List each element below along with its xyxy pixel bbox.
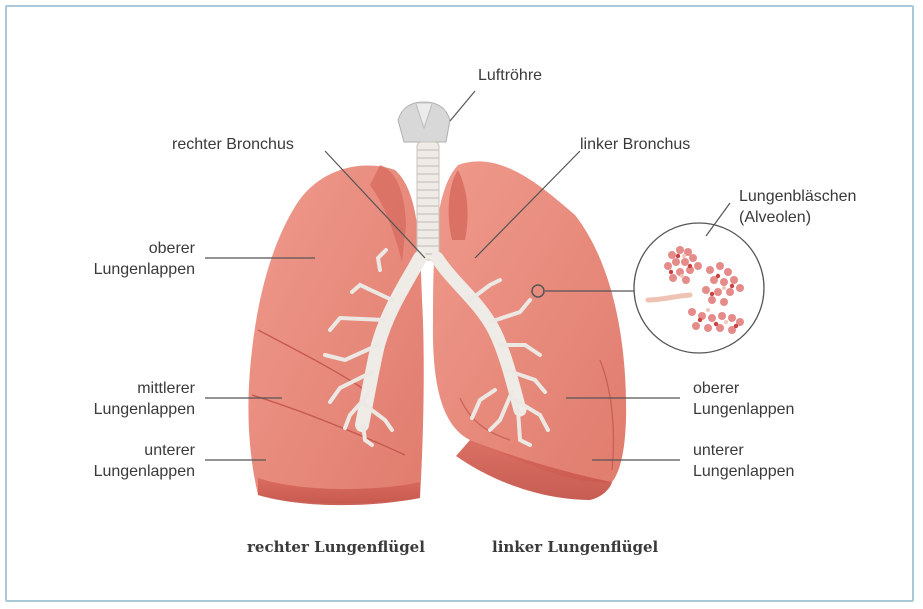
label-left-bronchus: linker Bronchus [580,134,690,155]
label-right-middle-lobe: mittlerer Lungenlappen [40,378,195,420]
label-trachea: Luftröhre [478,65,542,86]
label-left-lower-lobe: unterer Lungenlappen [693,440,794,482]
caption-right-lung: rechter Lungenflügel [247,538,425,556]
label-right-upper-lobe: oberer Lungenlappen [40,238,195,280]
label-right-bronchus: rechter Bronchus [172,134,294,155]
left-lung [433,161,626,500]
label-left-upper-lobe: oberer Lungenlappen [693,378,794,420]
caption-left-lung: linker Lungenflügel [492,538,658,556]
right-lung [248,165,423,505]
label-alveoli: Lungenbläschen (Alveolen) [739,186,856,228]
label-right-lower-lobe: unterer Lungenlappen [40,440,195,482]
